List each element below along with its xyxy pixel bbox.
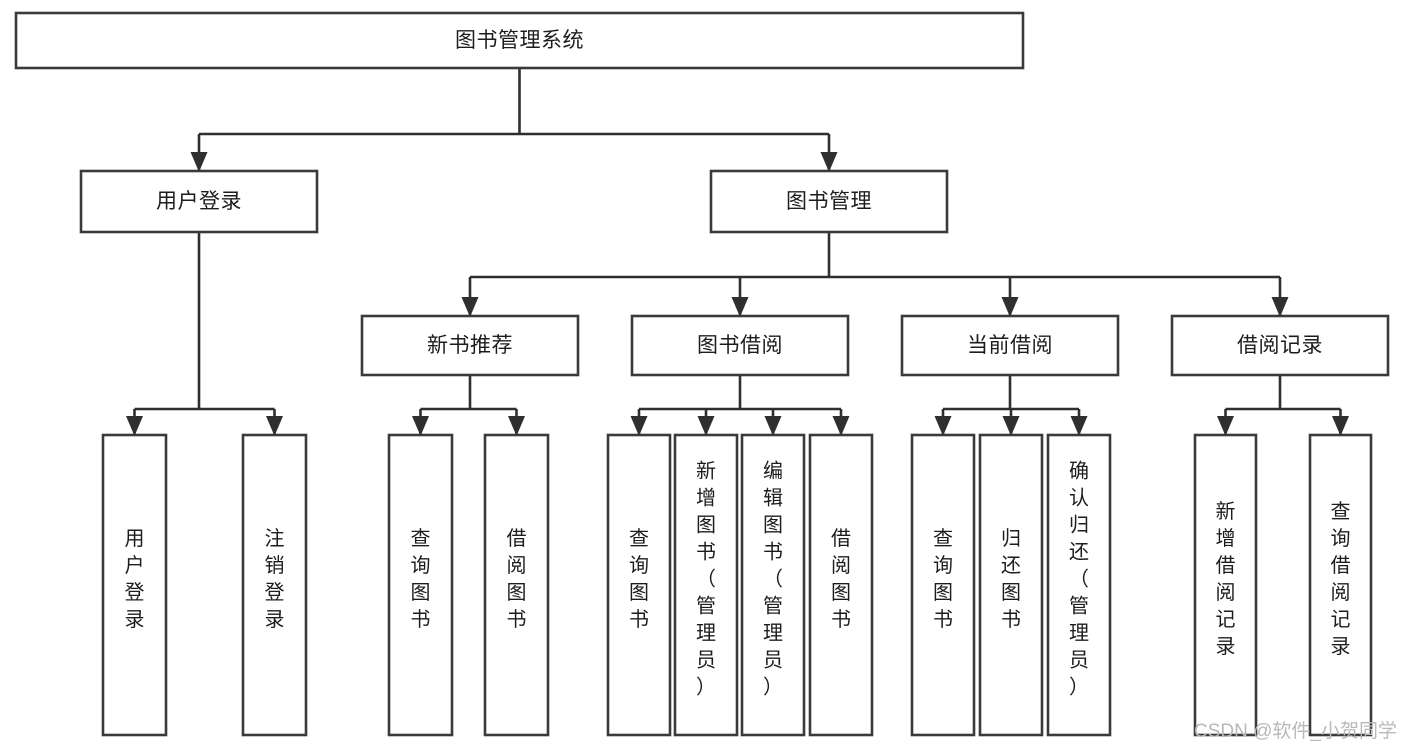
connector-group-current-borrow xyxy=(934,375,1088,436)
connector-group-book-manage xyxy=(461,232,1289,317)
node-current-borrow[interactable]: 当前借阅 xyxy=(900,314,1120,377)
node-user-login[interactable]: 用户登录 xyxy=(79,169,319,234)
node-label: 新增图书（管理员） xyxy=(696,460,716,699)
node-label: 借阅图书 xyxy=(507,527,527,631)
connector-group-book-borrow xyxy=(630,375,850,436)
node-label: 图书借阅 xyxy=(697,334,783,357)
node-label: 编辑图书（管理员） xyxy=(763,460,783,699)
node-label: 归还图书 xyxy=(1001,527,1021,631)
edge-layer xyxy=(126,68,1349,436)
node-label: 图书管理系统 xyxy=(455,29,584,52)
node-leaf-query-book-3[interactable]: 查询图书 xyxy=(910,433,976,737)
node-leaf-query-record[interactable]: 查询借阅记录 xyxy=(1308,433,1373,737)
node-label: 用户登录 xyxy=(156,190,242,213)
node-root[interactable]: 图书管理系统 xyxy=(14,11,1025,70)
node-leaf-user-logout[interactable]: 注销登录 xyxy=(241,433,308,737)
node-leaf-confirm-return[interactable]: 确认归还（管理员） xyxy=(1046,433,1112,737)
node-label: 查询图书 xyxy=(629,527,649,631)
node-book-manage[interactable]: 图书管理 xyxy=(709,169,949,234)
node-leaf-edit-book[interactable]: 编辑图书（管理员） xyxy=(740,433,806,737)
node-leaf-borrow-book-1[interactable]: 借阅图书 xyxy=(483,433,550,737)
node-layer: 图书管理系统用户登录图书管理新书推荐图书借阅当前借阅借阅记录用户登录注销登录查询… xyxy=(14,11,1390,737)
node-book-borrow[interactable]: 图书借阅 xyxy=(630,314,850,377)
connector-group-user-login xyxy=(126,232,283,436)
node-label: 新增借阅记录 xyxy=(1216,500,1236,658)
node-new-book-recommend[interactable]: 新书推荐 xyxy=(360,314,580,377)
node-label: 借阅图书 xyxy=(831,527,851,631)
node-label: 查询图书 xyxy=(411,527,431,631)
node-leaf-query-book-1[interactable]: 查询图书 xyxy=(387,433,454,737)
connector-group-borrow-record xyxy=(1217,375,1349,436)
node-leaf-borrow-book-2[interactable]: 借阅图书 xyxy=(808,433,874,737)
node-label: 借阅记录 xyxy=(1237,334,1323,357)
node-leaf-return-book[interactable]: 归还图书 xyxy=(978,433,1044,737)
connector-group-new-book-recommend xyxy=(412,375,525,436)
node-leaf-query-book-2[interactable]: 查询图书 xyxy=(606,433,672,737)
node-label: 图书管理 xyxy=(786,190,872,213)
node-borrow-record[interactable]: 借阅记录 xyxy=(1170,314,1390,377)
node-leaf-add-record[interactable]: 新增借阅记录 xyxy=(1193,433,1258,737)
node-label: 用户登录 xyxy=(125,528,145,631)
node-label: 注销登录 xyxy=(265,527,285,631)
node-label: 新书推荐 xyxy=(427,334,513,357)
node-label: 查询借阅记录 xyxy=(1331,500,1351,658)
connector-group-root xyxy=(190,68,838,172)
node-label: 确认归还（管理员） xyxy=(1069,460,1089,699)
node-label: 查询图书 xyxy=(933,527,953,631)
node-label: 当前借阅 xyxy=(967,334,1053,357)
node-leaf-user-login[interactable]: 用户登录 xyxy=(101,433,168,737)
node-leaf-add-book[interactable]: 新增图书（管理员） xyxy=(673,433,739,737)
